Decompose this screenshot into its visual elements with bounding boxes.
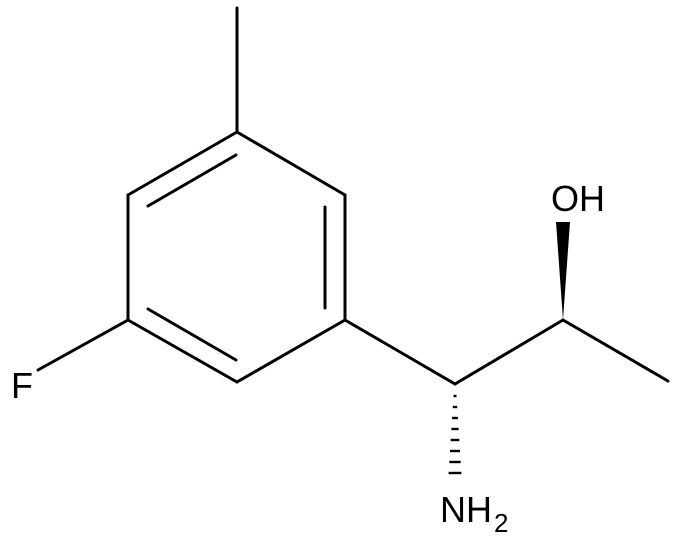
fluorine-label: F xyxy=(11,365,33,406)
ring-inner-double-top-left xyxy=(146,153,238,208)
ring-bond-top-right xyxy=(235,130,347,197)
amine-subscript: 2 xyxy=(494,508,508,538)
c2-methyl-bond xyxy=(561,318,670,383)
hashed-wedge-bond-nh2 xyxy=(448,394,462,475)
c-f-bond xyxy=(36,318,130,372)
ring-inner-double-bottom-left xyxy=(146,307,238,362)
ring-bond-bottom-left xyxy=(126,318,239,384)
ring-to-c1-bond xyxy=(343,318,457,386)
solid-wedge-bond-oh xyxy=(556,222,570,320)
ring-bond-top-left xyxy=(126,130,239,197)
hydroxyl-label: OH xyxy=(551,178,605,219)
amine-label: NH xyxy=(440,489,492,530)
c1-c2-bond xyxy=(453,318,565,386)
ring-bond-bottom-right xyxy=(235,318,347,384)
